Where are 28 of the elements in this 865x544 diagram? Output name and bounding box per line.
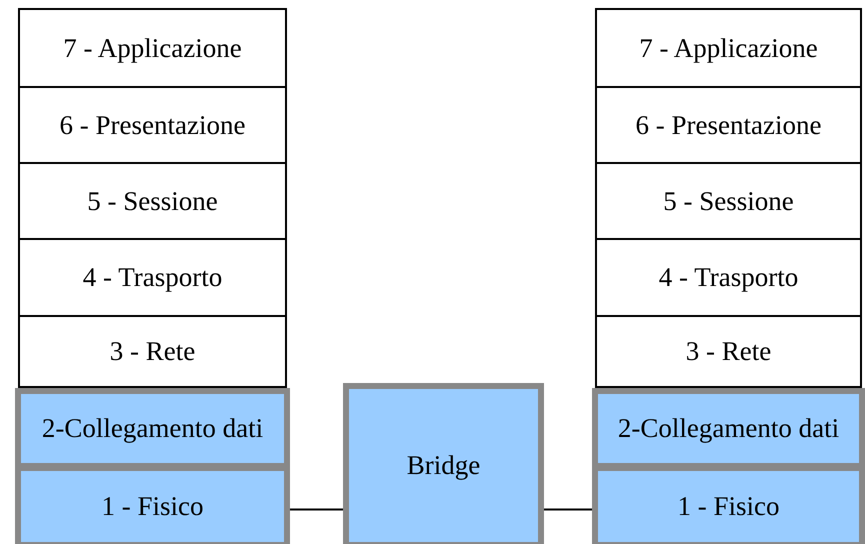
layer-label: 5 - Sessione [87,186,218,216]
layer-box [595,238,862,317]
connection-line [544,508,592,510]
device-box [343,383,544,544]
layer-box [595,86,862,164]
layer-label: 3 - Rete [110,336,196,367]
layer-box [595,315,862,388]
layer-label: 4 - Trasporto [658,262,798,293]
layer-label: Bridge [406,450,480,481]
layer-box [18,162,287,240]
layer-label: 7 - Applicazione [63,32,242,64]
layer-box [595,8,862,88]
layer-box [595,162,862,240]
layer-box [18,238,287,317]
layer-label: 1 - Fisico [677,491,780,522]
layer-label: 2-Collegamento dati [42,413,264,444]
layer-label: 1 - Fisico [101,491,204,522]
layer-label: 6 - Presentazione [60,110,246,140]
layer-box [18,8,287,88]
layer-box [18,86,287,164]
layer-label: 7 - Applicazione [639,32,818,64]
layer-label: 6 - Presentazione [636,110,822,140]
layer-label: 2-Collegamento dati [618,413,840,444]
connection-line [290,508,343,510]
layer-label: 4 - Trasporto [82,262,222,293]
layer-box [18,315,287,388]
layer-label: 5 - Sessione [663,186,794,216]
layer-label: 3 - Rete [686,336,772,367]
